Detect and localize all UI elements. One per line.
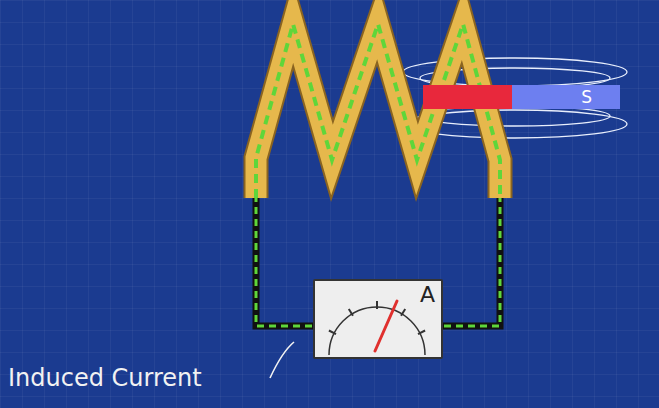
dial-tick [376, 301, 378, 309]
dial-tick [349, 309, 353, 316]
ammeter: A [313, 279, 443, 359]
dial-tick [401, 309, 405, 316]
leader-line [270, 342, 294, 378]
bar-magnet: S [423, 85, 620, 109]
dial-tick [418, 330, 425, 334]
callout-label: Induced Current [8, 364, 202, 392]
pole-label: S [581, 88, 592, 107]
needle [375, 301, 397, 351]
dial-tick [329, 330, 336, 334]
wire [256, 195, 500, 326]
meter-symbol: A [315, 283, 435, 307]
coil [256, 24, 500, 198]
